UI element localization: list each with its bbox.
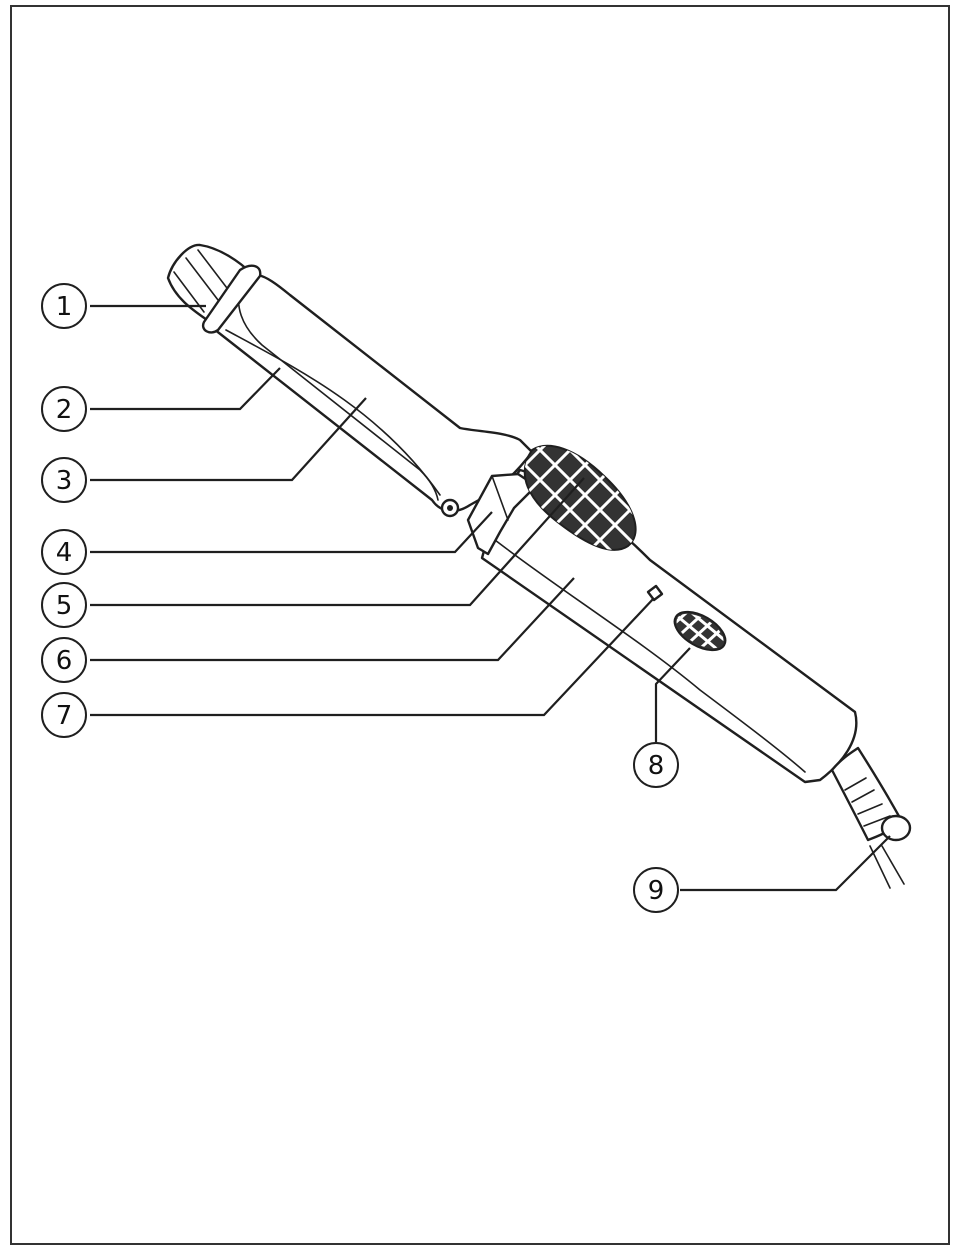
tip-ring bbox=[201, 264, 262, 334]
callout-9-label: 9 bbox=[648, 876, 665, 906]
callout-8: 8 bbox=[633, 647, 691, 788]
handle-seam bbox=[494, 539, 806, 773]
callout-3-label: 3 bbox=[56, 466, 73, 496]
callout-1-label: 1 bbox=[56, 292, 73, 322]
callout-1: 1 bbox=[41, 283, 206, 329]
callout-6: 6 bbox=[41, 577, 575, 683]
callout-3: 3 bbox=[41, 397, 367, 503]
callout-8-label: 8 bbox=[648, 751, 665, 781]
page-frame bbox=[10, 5, 950, 1245]
ready-indicator bbox=[646, 584, 664, 602]
barrel bbox=[203, 273, 534, 513]
grip-zone bbox=[523, 444, 637, 551]
on-off-switch[interactable] bbox=[650, 591, 750, 668]
callout-4: 4 bbox=[41, 511, 493, 575]
callout-2: 2 bbox=[41, 367, 281, 432]
callout-7: 7 bbox=[41, 597, 655, 738]
curling-iron-illustration bbox=[166, 243, 912, 889]
callouts: 1 2 3 4 5 6 7 bbox=[41, 283, 891, 913]
callout-7-label: 7 bbox=[56, 701, 73, 731]
clamp-lever bbox=[466, 472, 538, 556]
callout-9: 9 bbox=[633, 835, 891, 913]
callout-5-label: 5 bbox=[56, 591, 73, 621]
handle-body bbox=[480, 468, 858, 784]
hanging-loop bbox=[880, 814, 912, 842]
callout-4-label: 4 bbox=[56, 538, 73, 568]
callout-2-label: 2 bbox=[56, 395, 73, 425]
clamp-edge bbox=[225, 329, 441, 496]
callout-6-label: 6 bbox=[56, 646, 73, 676]
callout-5: 5 bbox=[41, 477, 585, 628]
